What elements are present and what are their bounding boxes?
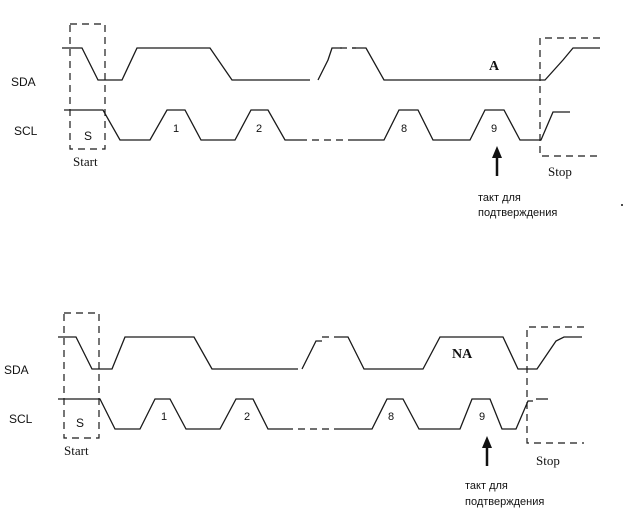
ack-note-line-1: такт для [478, 192, 521, 204]
clock-label-1: 1 [161, 411, 167, 423]
stop-label: Stop [548, 164, 572, 179]
clock-label-2: 2 [256, 123, 262, 135]
sda-signal-label: SDA [4, 363, 29, 377]
start-condition-box [63, 312, 100, 439]
scl-waveform [58, 398, 548, 430]
ack-note-line-2: подтверждения [465, 496, 544, 508]
nack-label: NA [452, 347, 473, 362]
sda-signal-label: SDA [11, 75, 36, 89]
ack-clock-arrow [482, 436, 492, 466]
start-condition-box [69, 23, 106, 150]
timing-diagram-ack: SDA SCL S Start Stop 1 2 8 9 A такт для … [11, 23, 600, 219]
clock-label-8: 8 [388, 411, 394, 423]
scl-signal-label: SCL [14, 124, 38, 138]
ack-label: A [489, 59, 500, 74]
start-label: Start [73, 154, 98, 169]
clock-label-9: 9 [479, 411, 485, 423]
timing-diagram-nack: SDA SCL S Start Stop 1 2 8 9 NA такт для… [4, 312, 584, 508]
sda-waveform [58, 336, 582, 370]
clock-label-9: 9 [491, 123, 497, 135]
clock-label-1: 1 [173, 123, 179, 135]
stop-condition-box [539, 37, 600, 157]
sda-waveform [62, 47, 600, 81]
scl-signal-label: SCL [9, 412, 33, 426]
start-bit-label: S [76, 416, 84, 430]
stop-label: Stop [536, 453, 560, 468]
ack-note-line-2: подтверждения [478, 207, 557, 219]
ack-clock-arrow [492, 146, 502, 176]
start-label: Start [64, 443, 89, 458]
clock-label-2: 2 [244, 411, 250, 423]
stop-condition-box [526, 326, 584, 444]
start-bit-label: S [84, 129, 92, 143]
scl-waveform [64, 109, 570, 141]
clock-label-8: 8 [401, 123, 407, 135]
ack-note-line-1: такт для [465, 480, 508, 492]
